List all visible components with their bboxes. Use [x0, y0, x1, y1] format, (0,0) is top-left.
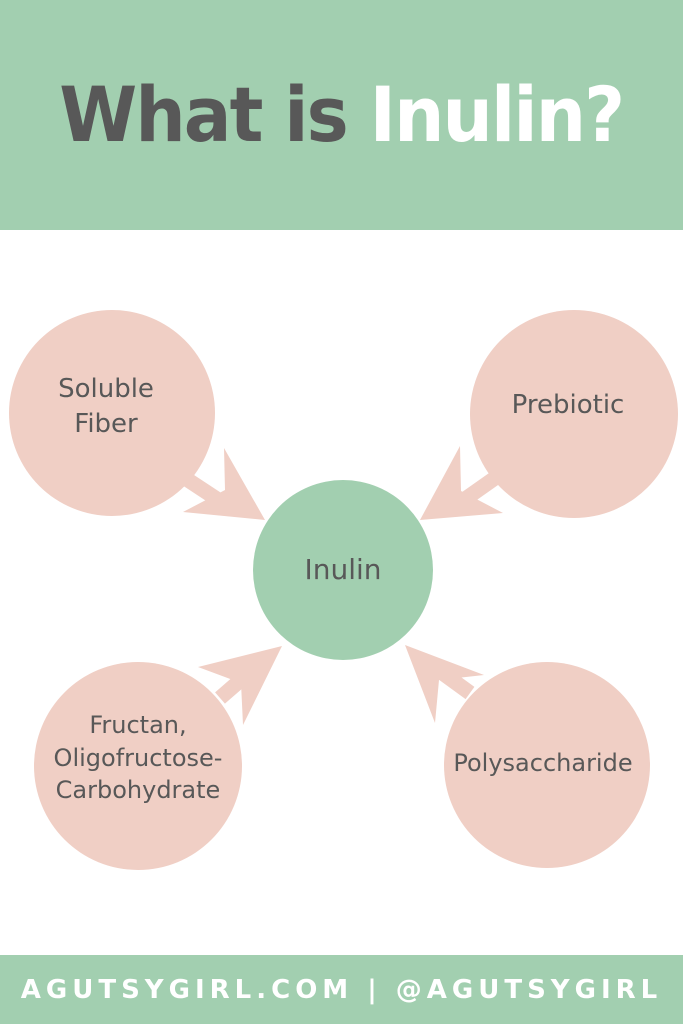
node-label: Prebiotic: [511, 390, 625, 421]
node-inulin-center: Inulin: [253, 480, 433, 660]
node-fructan: Fructan, Oligofructose- Carbohydrate: [34, 662, 242, 870]
page-title: What is Inulin?: [59, 77, 625, 153]
node-soluble-fiber: Soluble Fiber: [9, 310, 215, 516]
header-banner: What is Inulin?: [0, 0, 683, 230]
node-label: Fructan, Oligofructose- Carbohydrate: [53, 711, 223, 805]
node-polysaccharide: Polysaccharide: [444, 662, 650, 868]
footer-text: AGUTSYGIRL.COM | @AGUTSYGIRL: [20, 974, 663, 1005]
arrow-soluble-fiber: [183, 448, 265, 520]
node-label: Polysaccharide: [453, 748, 633, 777]
footer-banner: AGUTSYGIRL.COM | @AGUTSYGIRL: [0, 955, 683, 1024]
arrow-fructan: [198, 646, 282, 725]
center-label: Inulin: [304, 553, 382, 587]
arrow-polysaccharide: [405, 645, 484, 723]
node-prebiotic: Prebiotic: [470, 310, 678, 518]
arrows-layer: [183, 446, 503, 725]
inulin-diagram: Soluble Fiber Prebiotic Inulin Fructan, …: [0, 230, 683, 955]
node-label: Soluble Fiber: [58, 373, 154, 439]
title-inulin: Inulin?: [369, 70, 626, 159]
title-what-is: What is: [59, 70, 370, 159]
arrow-prebiotic: [420, 446, 503, 520]
